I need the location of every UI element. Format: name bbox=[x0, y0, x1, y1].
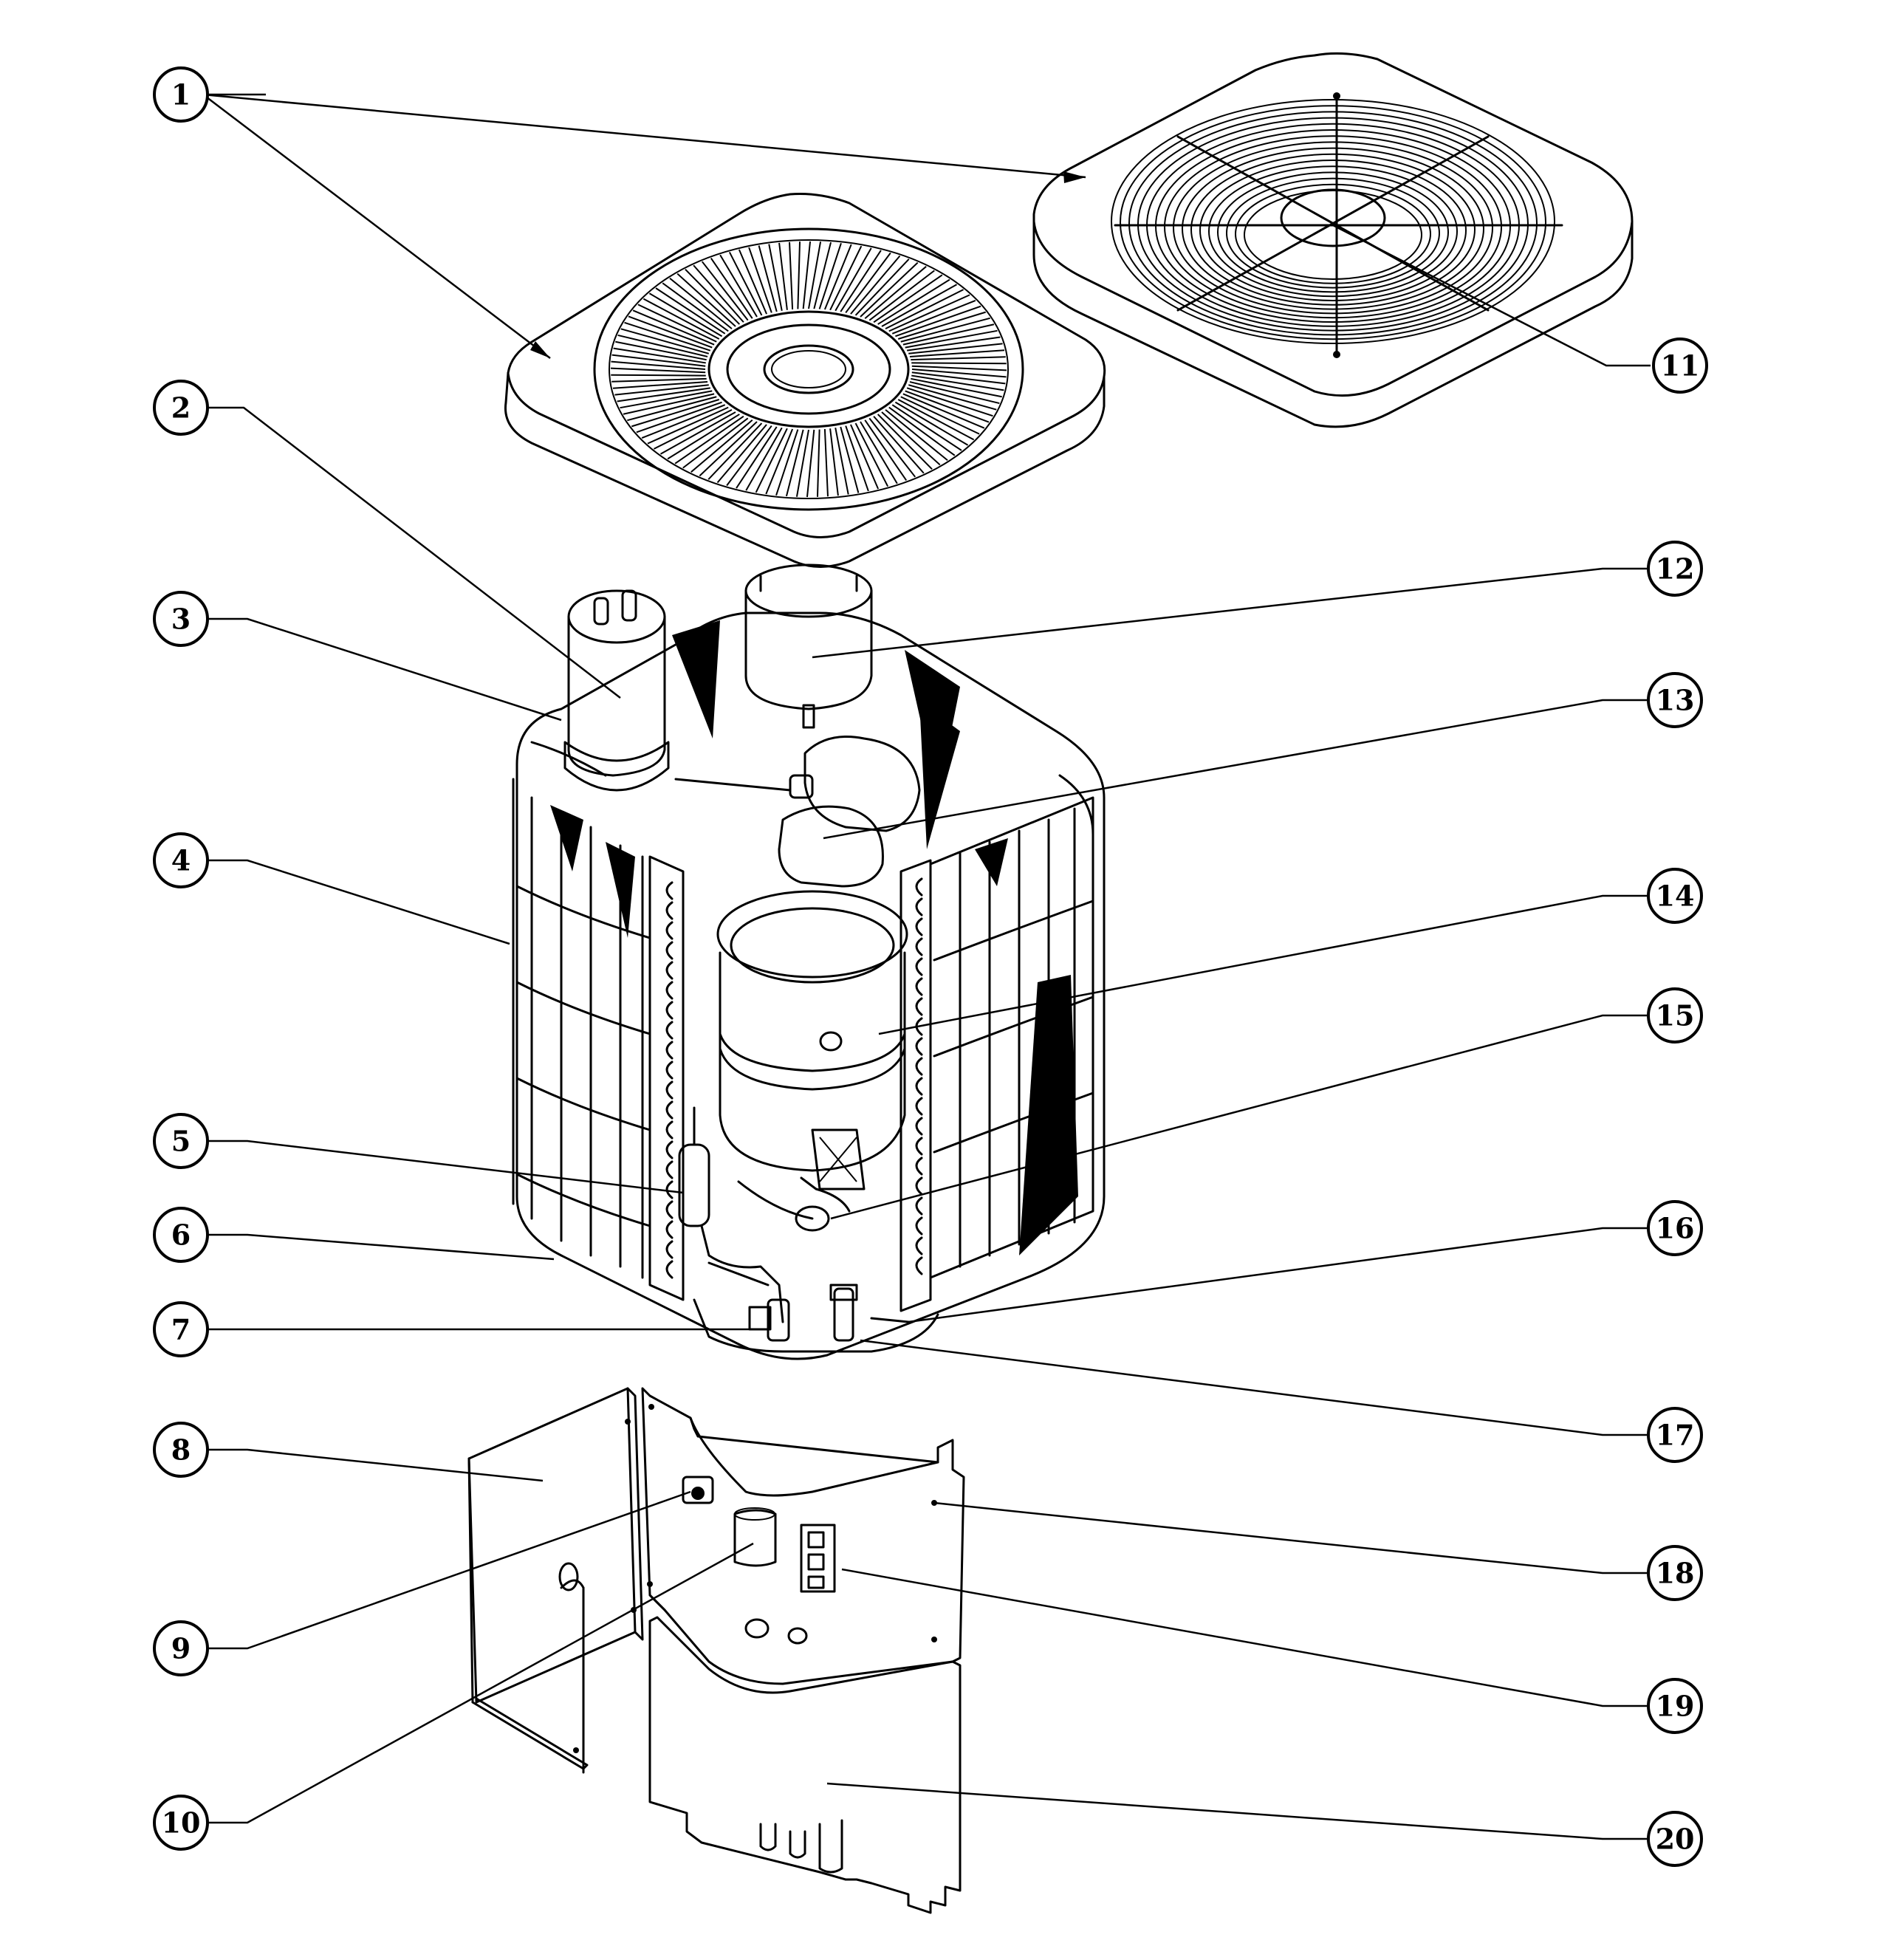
callout-7: 7 bbox=[153, 1301, 209, 1357]
guard-spokes bbox=[1114, 95, 1563, 356]
callout-18: 18 bbox=[1647, 1545, 1703, 1601]
callout-number: 4 bbox=[171, 844, 191, 877]
callout-number: 9 bbox=[171, 1632, 191, 1665]
callout-number: 6 bbox=[171, 1219, 191, 1252]
louver-blades bbox=[610, 241, 1007, 498]
callout-number: 14 bbox=[1656, 880, 1695, 913]
accumulator bbox=[563, 589, 670, 792]
callout-number: 5 bbox=[171, 1125, 191, 1158]
motor-mount bbox=[674, 736, 921, 888]
callout-number: 16 bbox=[1656, 1212, 1695, 1245]
callout-19: 19 bbox=[1647, 1678, 1703, 1734]
callout-12: 12 bbox=[1647, 541, 1703, 597]
callout-6: 6 bbox=[153, 1207, 209, 1263]
callout-3: 3 bbox=[153, 591, 209, 647]
coil-bends-right bbox=[915, 877, 923, 1275]
callout-number: 8 bbox=[171, 1433, 191, 1467]
callout-5: 5 bbox=[153, 1113, 209, 1169]
callout-number: 2 bbox=[171, 391, 191, 425]
callout-4: 4 bbox=[153, 832, 209, 888]
callout-8: 8 bbox=[153, 1422, 209, 1478]
callout-number: 13 bbox=[1656, 684, 1695, 717]
access-panel-left bbox=[467, 1387, 644, 1774]
coil-guard-left bbox=[512, 778, 651, 1279]
callout-2: 2 bbox=[153, 380, 209, 436]
callout-13: 13 bbox=[1647, 672, 1703, 728]
filter-drier-piping bbox=[678, 1106, 784, 1323]
callout-number: 20 bbox=[1656, 1823, 1695, 1856]
callout-number: 3 bbox=[171, 603, 191, 636]
callout-number: 1 bbox=[171, 78, 191, 112]
contactor bbox=[800, 1524, 836, 1593]
callout-number: 11 bbox=[1661, 349, 1700, 383]
callout-10: 10 bbox=[153, 1795, 209, 1851]
top-panel-louvered bbox=[504, 193, 1106, 568]
coil-guard-right bbox=[929, 796, 1094, 1279]
control-box-panel bbox=[641, 1387, 965, 1685]
front-service-panel bbox=[648, 1616, 962, 1914]
callout-20: 20 bbox=[1647, 1811, 1703, 1867]
compressor bbox=[716, 890, 908, 1220]
coil-bends-left bbox=[665, 881, 674, 1279]
callout-11: 11 bbox=[1652, 337, 1708, 394]
callout-number: 17 bbox=[1656, 1419, 1695, 1452]
fan-motor bbox=[744, 563, 873, 729]
callout-number: 18 bbox=[1656, 1557, 1695, 1590]
callout-number: 7 bbox=[171, 1313, 191, 1346]
callout-number: 10 bbox=[162, 1806, 201, 1840]
callout-9: 9 bbox=[153, 1620, 209, 1676]
callout-16: 16 bbox=[1647, 1200, 1703, 1256]
callout-number: 19 bbox=[1656, 1690, 1695, 1723]
callout-15: 15 bbox=[1647, 987, 1703, 1044]
callout-17: 17 bbox=[1647, 1407, 1703, 1463]
top-panel-wire-guard bbox=[1032, 52, 1634, 428]
callout-14: 14 bbox=[1647, 868, 1703, 924]
callout-number: 15 bbox=[1656, 999, 1695, 1032]
callout-1: 1 bbox=[153, 66, 209, 123]
leader-lines bbox=[196, 93, 1651, 1840]
contactor-capacitor-assembly bbox=[795, 1176, 851, 1232]
callout-number: 12 bbox=[1656, 552, 1695, 586]
condenser-cabinet bbox=[512, 611, 1106, 1360]
